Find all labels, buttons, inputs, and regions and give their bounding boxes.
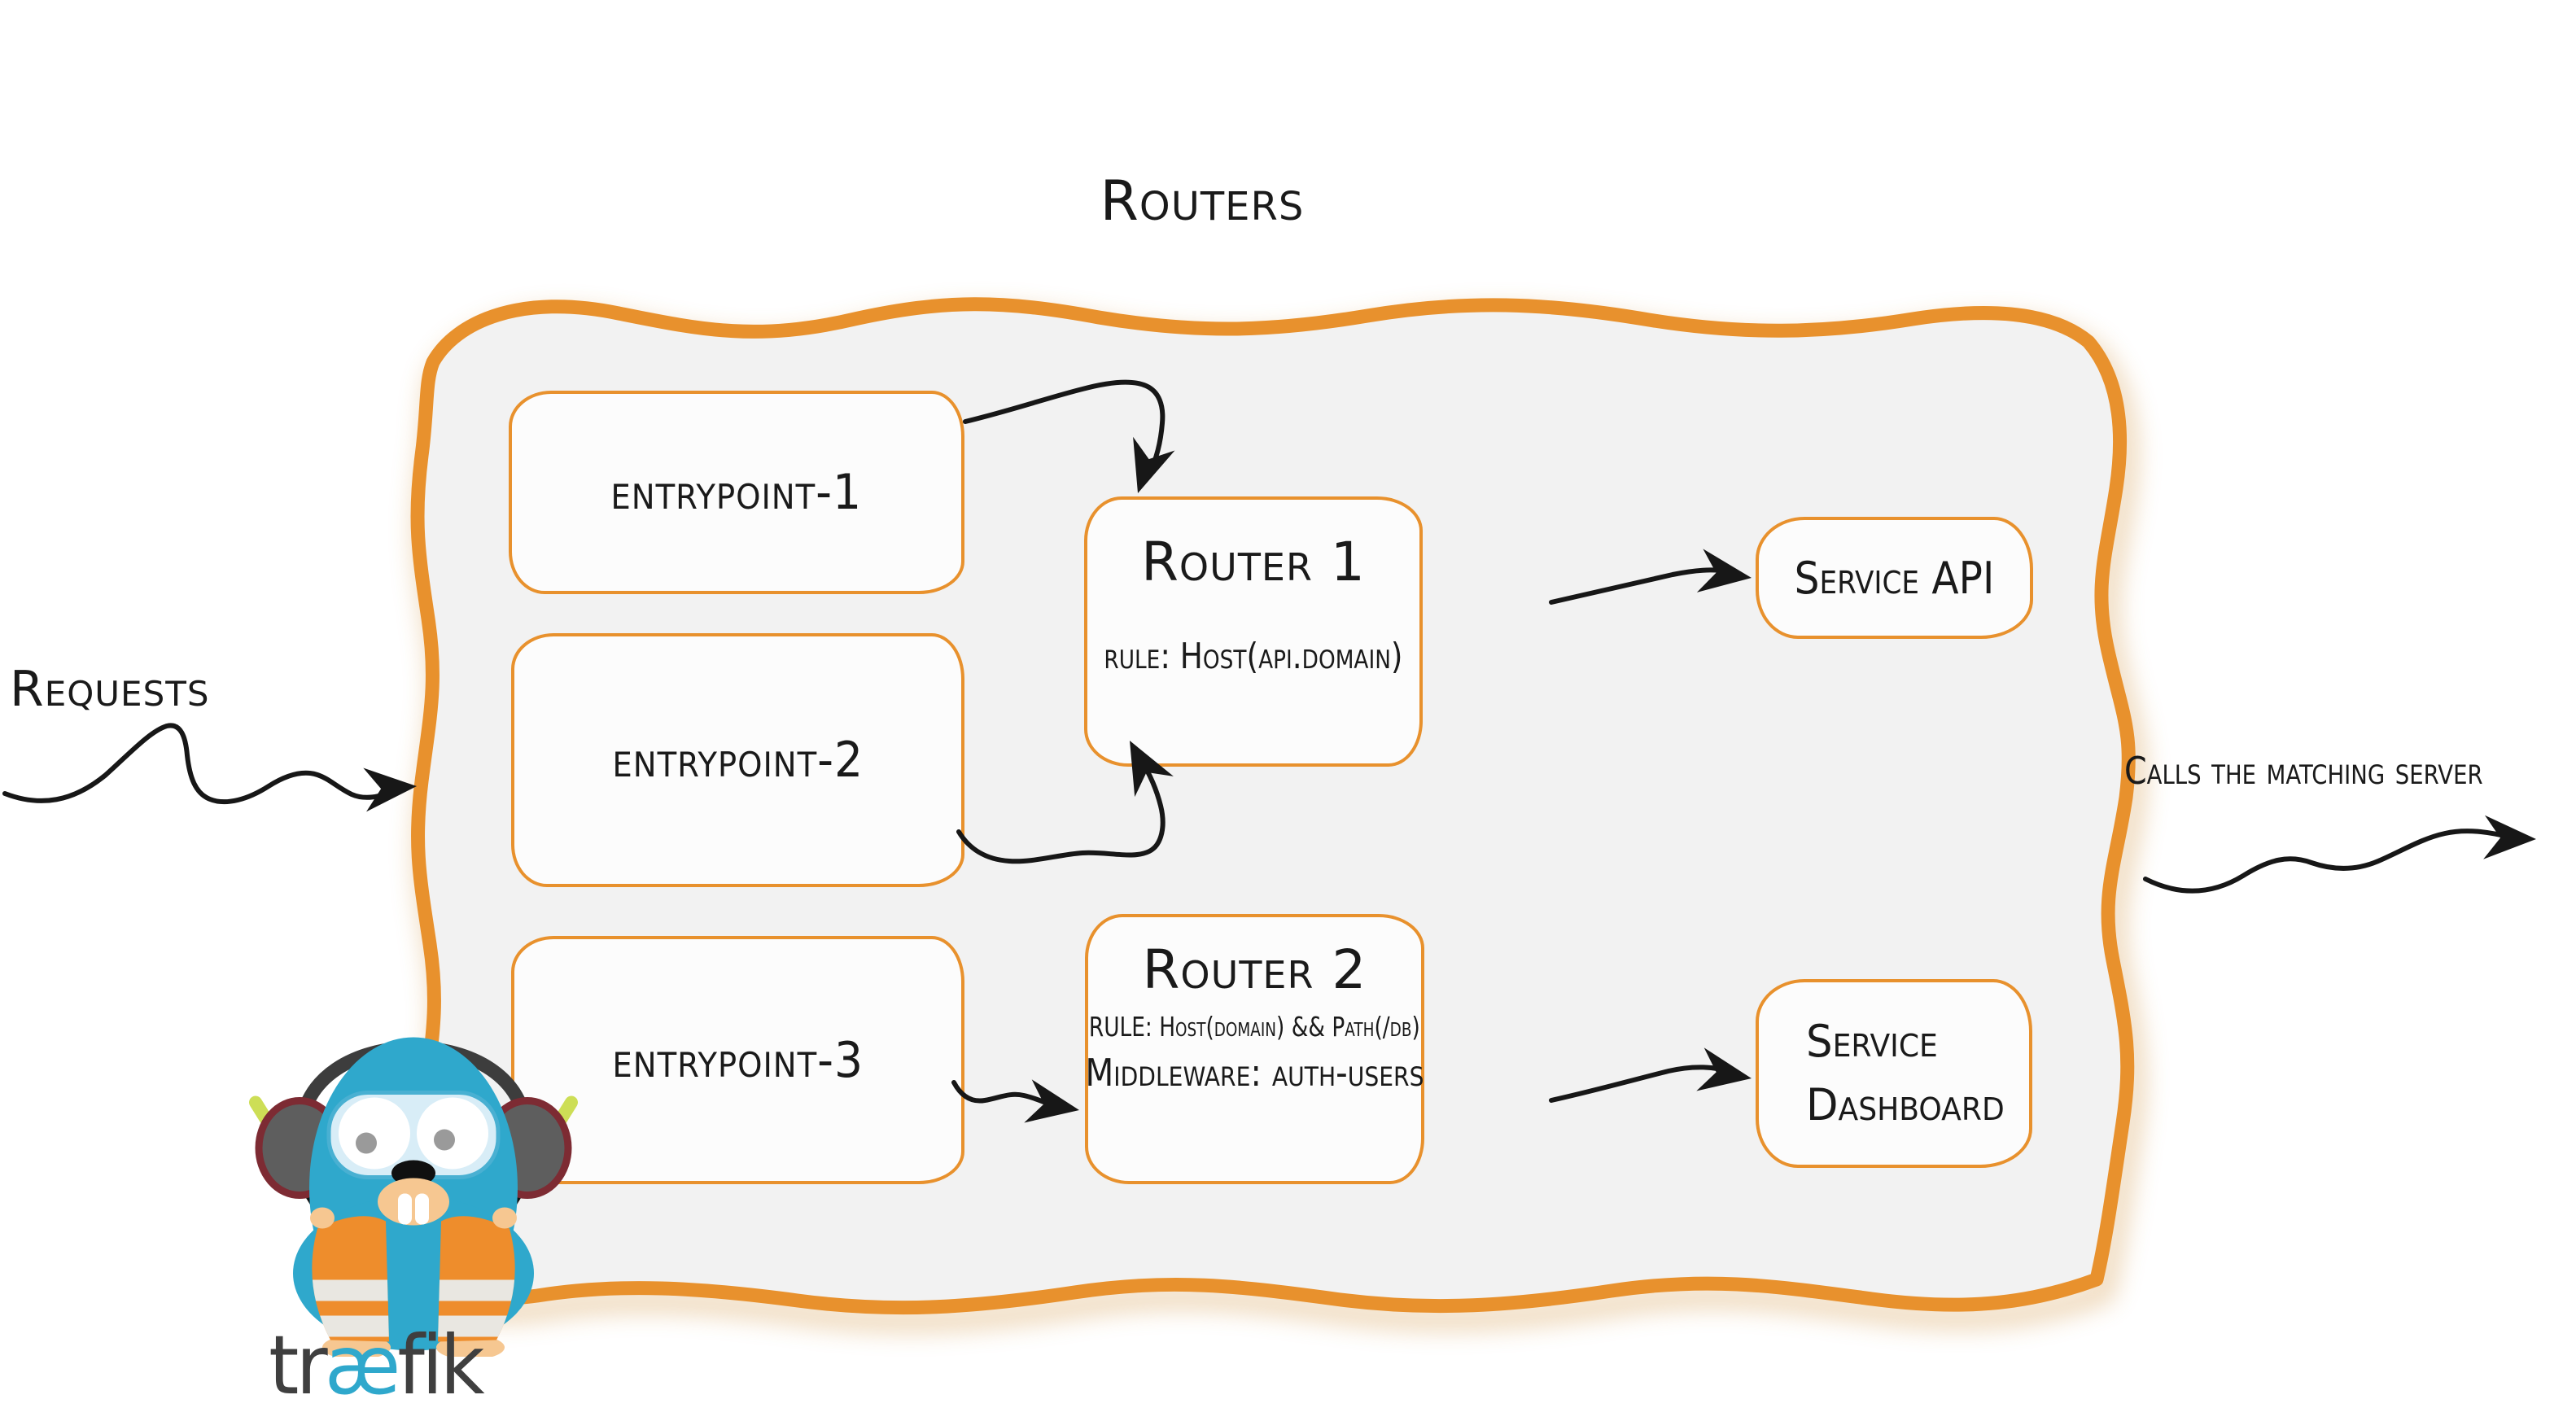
logo-text-tr: tr [269,1318,328,1408]
traefik-logo-wordmark: træfik [247,1325,503,1406]
calls-the-matching-server-label: Calls the matching server [2124,749,2483,793]
service-dashboard-label: Service Dashboard [1806,1015,2005,1130]
router-1-box: Router 1 rule: Host(api.domain) [1084,496,1423,767]
router-2-title: Router 2 [1142,938,1367,1001]
service-api-label: Service API [1794,552,1995,604]
gopher-right-pupil [434,1129,455,1151]
service-dashboard-box: Service Dashboard [1756,979,2032,1168]
gopher-hands [310,1207,517,1229]
diagram-title: Routers [1100,169,1305,234]
gopher-goggles [326,1091,501,1179]
router-2-rule: RULE: Host(domain) && Path(/db) [1089,1011,1420,1043]
entrypoint-1-box: entrypoint-1 [509,391,964,594]
entrypoint-2-label: entrypoint-2 [612,732,864,789]
gopher-left-pupil [356,1132,377,1154]
entrypoint-3-label: entrypoint-3 [612,1031,864,1089]
gopher-muzzle [378,1178,449,1226]
service-api-box: Service API [1756,517,2033,639]
traefik-gopher-illustration [249,1037,578,1357]
logo-text-ae: æ [324,1318,400,1408]
entrypoint-3-box: entrypoint-3 [511,936,964,1184]
entrypoint-1-label: entrypoint-1 [610,464,863,521]
router-2-box: Router 2 RULE: Host(domain) && Path(/db)… [1085,914,1424,1184]
entrypoint-2-box: entrypoint-2 [511,633,964,887]
router-1-title: Router 1 [1141,531,1366,593]
requests-label: Requests [10,661,210,718]
logo-text-fik: fik [397,1318,484,1408]
router-2-middleware: Middleware: auth-users [1085,1051,1424,1095]
router-1-rule: rule: Host(api.domain) [1104,636,1403,677]
